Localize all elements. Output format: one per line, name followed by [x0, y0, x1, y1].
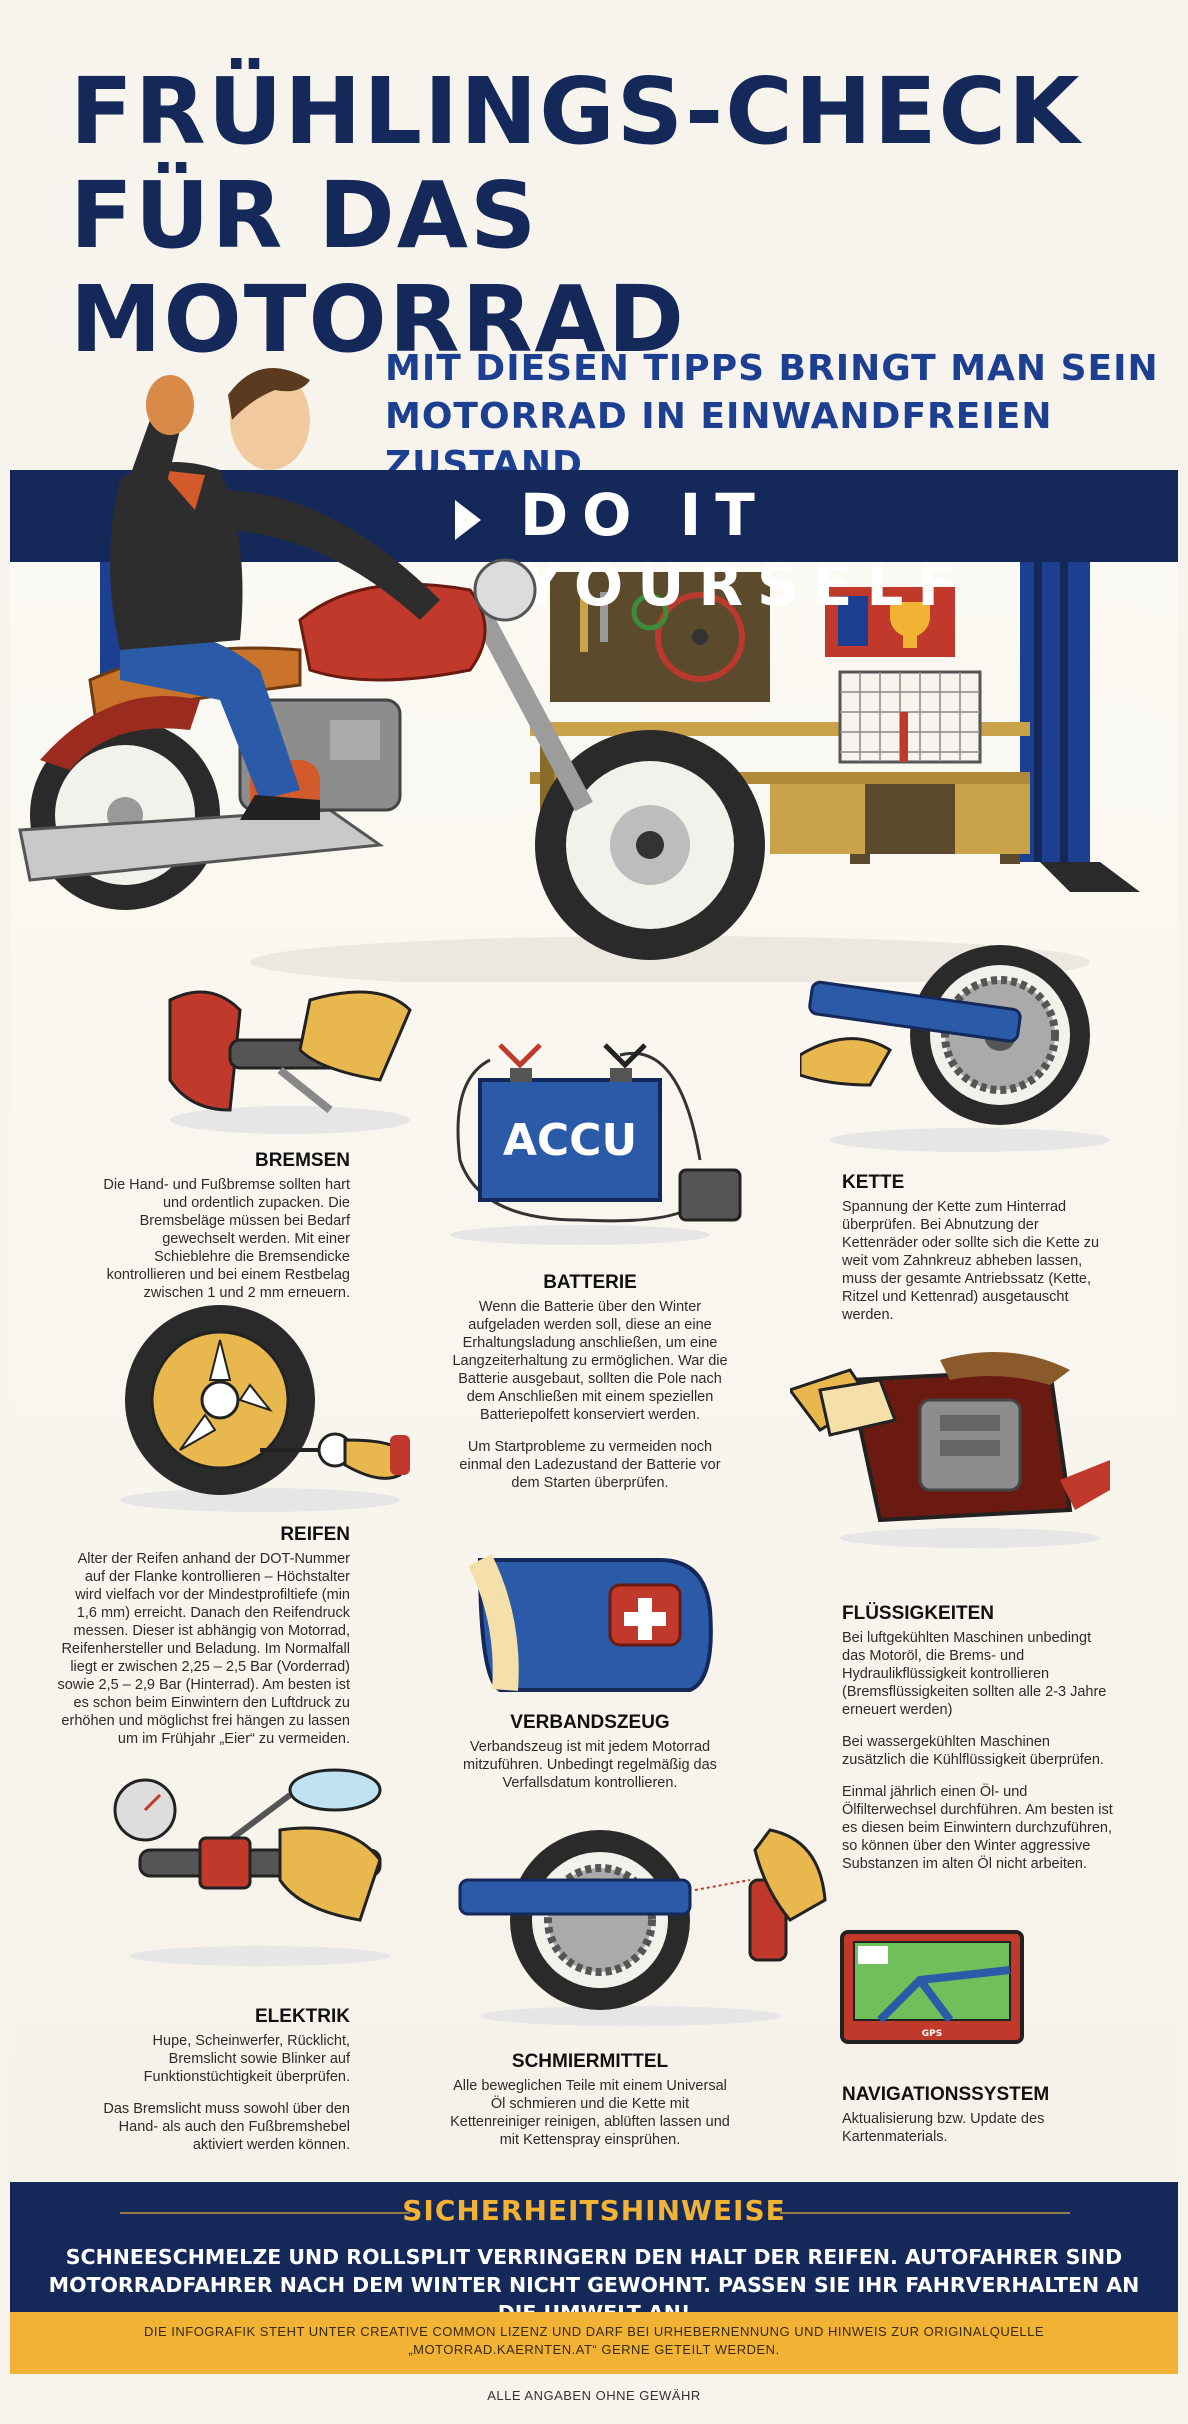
- gps-illustration: GPS: [840, 1930, 1024, 2044]
- mirror-icon: [288, 1768, 382, 1812]
- section-title: BREMSEN: [254, 1150, 350, 1171]
- section-text: Bei wassergekühlten Maschinen zusätzlich…: [842, 1734, 1104, 1768]
- motorcycle-illustration: [18, 368, 765, 960]
- section-text: Alter der Reifen anhand der DOT-Nummer a…: [57, 1551, 350, 1747]
- safety-text: SCHNEESCHMELZE UND ROLLSPLIT VERRINGERN …: [48, 2245, 1140, 2325]
- play-icon: [455, 500, 481, 540]
- rider-jacket: [110, 462, 243, 650]
- section-title: BATTERIE: [543, 1272, 637, 1293]
- section-title: KETTE: [842, 1172, 905, 1193]
- subtitle-line-1: MIT DIESEN TIPPS BRINGT MAN SEIN: [385, 348, 1159, 389]
- section-title: FLÜSSIGKEITEN: [842, 1603, 995, 1624]
- rider-legs: [120, 628, 300, 800]
- handlebar-illustration: [113, 1768, 390, 1966]
- title-line-2: FÜR DAS MOTORRAD: [70, 162, 686, 373]
- section-navigation: NAVIGATIONSSYSTEM Aktualisierung bzw. Up…: [842, 2084, 1112, 2146]
- license-text: DIE INFOGRAFIK STEHT UNTER CREATIVE COMM…: [60, 2323, 1128, 2359]
- license-bar: [10, 2312, 1178, 2374]
- wheel-rim-icon: [655, 592, 745, 682]
- section-title: ELEKTRIK: [255, 2006, 350, 2027]
- section-fluessigkeiten: FLÜSSIGKEITEN Bei luftgekühlten Maschine…: [842, 1603, 1117, 1873]
- first-aid-illustration: [468, 1554, 713, 1692]
- section-text: Hupe, Scheinwerfer, Rücklicht, Bremslich…: [143, 2033, 350, 2085]
- section-reifen: REIFEN Alter der Reifen anhand der DOT-N…: [55, 1524, 350, 1748]
- section-text: Einmal jährlich einen Öl- und Ölfilterwe…: [842, 1784, 1113, 1872]
- engine-oil-illustration: [790, 1352, 1110, 1548]
- section-text: Aktualisierung bzw. Update des Kartenmat…: [842, 2111, 1045, 2145]
- battery-icon: [478, 1078, 662, 1202]
- brake-lever-illustration: [168, 990, 412, 1134]
- glove-icon: [278, 1826, 382, 1922]
- section-batterie: BATTERIE Wenn die Batterie über den Wint…: [445, 1272, 735, 1492]
- divider: [780, 2212, 1070, 2214]
- trophy-icon: [890, 602, 930, 637]
- safety-title: SICHERHEITSHINWEISE: [402, 2194, 786, 2227]
- safety-box: [10, 2182, 1178, 2312]
- tire-illustration: [120, 1305, 410, 1512]
- section-verbandszeug: VERBANDSZEUG Verbandszeug ist mit jedem …: [445, 1712, 735, 1792]
- glove-icon: [800, 1037, 893, 1087]
- divider: [120, 2212, 410, 2214]
- section-text: Spannung der Kette zum Hinterrad überprü…: [842, 1199, 1100, 1323]
- exhaust: [18, 808, 385, 882]
- chain-spray-illustration: [458, 1828, 827, 2026]
- section-text: Die Hand- und Fußbremse sollten hart und…: [103, 1177, 350, 1301]
- battery-illustration: ACCU: [450, 1043, 742, 1245]
- section-bremsen: BREMSEN Die Hand- und Fußbremse sollten …: [100, 1150, 350, 1302]
- charger-icon: [678, 1168, 742, 1222]
- section-text: Wenn die Batterie über den Winter aufgel…: [452, 1299, 728, 1423]
- section-title: VERBANDSZEUG: [510, 1712, 670, 1733]
- section-elektrik: ELEKTRIK Hupe, Scheinwerfer, Rücklicht, …: [85, 2006, 350, 2154]
- section-text: Bei luftgekühlten Maschinen unbedingt da…: [842, 1630, 1107, 1718]
- section-text: Verbandszeug ist mit jedem Motorrad mitz…: [463, 1739, 717, 1791]
- disclaimer: ALLE ANGABEN OHNE GEWÄHR: [487, 2388, 701, 2403]
- cross-icon: [624, 1598, 666, 1640]
- chain-illustration: [800, 945, 1110, 1152]
- gps-label: GPS: [922, 2029, 942, 2039]
- section-kette: KETTE Spannung der Kette zum Hinterrad ü…: [842, 1172, 1112, 1324]
- section-schmiermittel: SCHMIERMITTEL Alle beweglichen Teile mit…: [445, 2051, 735, 2149]
- section-text: Alle beweglichen Teile mit einem Univers…: [450, 2078, 730, 2148]
- battery-label: ACCU: [503, 1115, 637, 1166]
- section-text: Um Startprobleme zu vermeiden noch einma…: [459, 1439, 721, 1491]
- section-title: NAVIGATIONSSYSTEM: [842, 2084, 1050, 2105]
- section-text: Das Bremslicht muss sowohl über den Hand…: [103, 2101, 350, 2153]
- door-frame: [1020, 562, 1090, 862]
- license-line-2: „MOTORRAD.KAERNTEN.AT“ GERNE GETEILT WER…: [408, 2342, 780, 2357]
- fuel-tank: [298, 582, 487, 682]
- headlight: [473, 558, 537, 622]
- switch-icon: [198, 1836, 252, 1890]
- page-title: FRÜHLINGS-CHECK FÜR DAS MOTORRAD: [70, 60, 1188, 372]
- thumbs-up-hand: [146, 375, 194, 435]
- section-title: SCHMIERMITTEL: [511, 2051, 669, 2072]
- title-line-1: FRÜHLINGS-CHECK: [70, 58, 1082, 165]
- license-line-1: DIE INFOGRAFIK STEHT UNTER CREATIVE COMM…: [143, 2324, 1045, 2339]
- glove-icon: [298, 990, 412, 1082]
- banner-label: DO IT YOURSELF: [520, 481, 971, 619]
- section-title: REIFEN: [280, 1524, 350, 1545]
